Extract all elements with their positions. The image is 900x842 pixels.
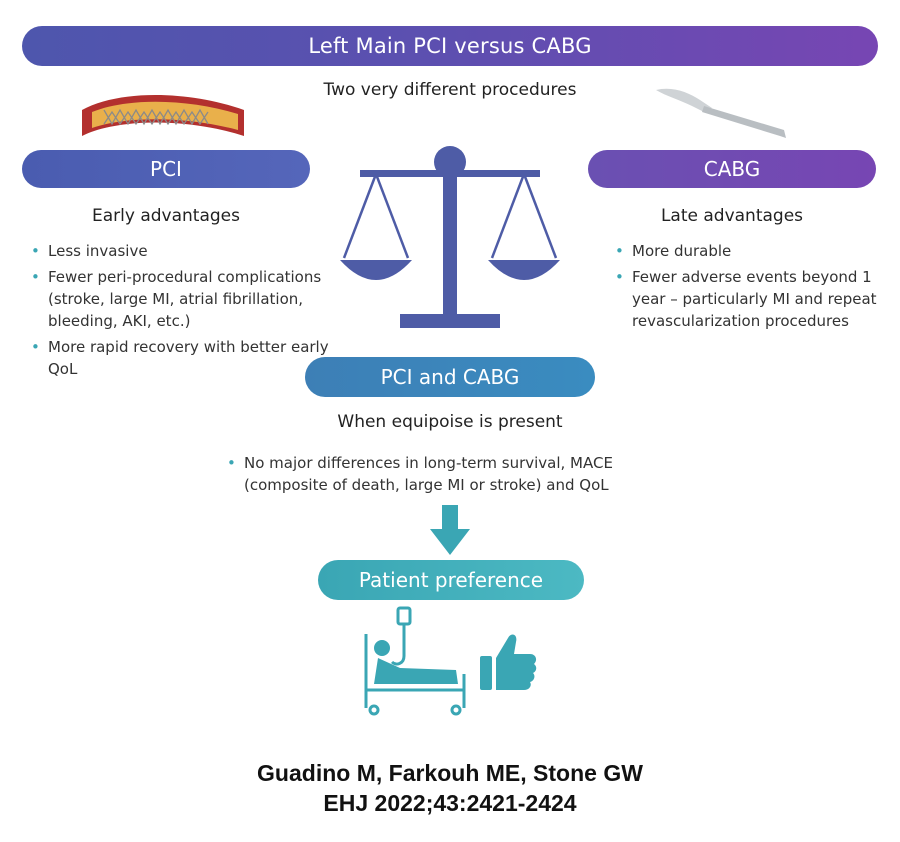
list-item: No major differences in long-term surviv… xyxy=(224,452,654,496)
pci-label: PCI xyxy=(150,157,182,181)
list-item: More rapid recovery with better early Qo… xyxy=(28,336,338,380)
pci-and-cabg-pill: PCI and CABG xyxy=(305,357,595,397)
title-bar: Left Main PCI versus CABG xyxy=(22,26,878,66)
pci-and-cabg-label: PCI and CABG xyxy=(380,365,520,389)
balance-scale-icon xyxy=(340,146,560,328)
citation-journal: EHJ 2022;43:2421-2424 xyxy=(323,790,577,816)
pci-heading: Early advantages xyxy=(92,206,240,226)
subtitle: Two very different procedures xyxy=(323,80,577,100)
citation-authors: Guadino M, Farkouh ME, Stone GW xyxy=(257,760,643,786)
patient-preference-label: Patient preference xyxy=(358,568,544,592)
equipoise-heading: When equipoise is present xyxy=(337,412,563,432)
list-item: Fewer adverse events beyond 1 year – par… xyxy=(612,266,892,332)
down-arrow-icon xyxy=(430,505,470,555)
pci-pill: PCI xyxy=(22,150,310,188)
cabg-heading: Late advantages xyxy=(660,206,804,226)
cabg-label: CABG xyxy=(703,157,761,181)
scalpel-icon xyxy=(656,88,786,138)
cabg-advantages-list: More durable Fewer adverse events beyond… xyxy=(612,240,892,336)
pci-advantages-list: Less invasive Fewer peri-procedural comp… xyxy=(28,240,338,384)
equipoise-list: No major differences in long-term surviv… xyxy=(224,452,654,500)
diagram-title: Left Main PCI versus CABG xyxy=(308,34,592,58)
list-item: Less invasive xyxy=(28,240,338,262)
list-item: More durable xyxy=(612,240,892,262)
patient-bed-icon xyxy=(364,606,466,716)
stent-icon xyxy=(82,95,244,136)
thumbs-up-icon xyxy=(480,634,537,690)
cabg-pill: CABG xyxy=(588,150,876,188)
patient-preference-pill: Patient preference xyxy=(318,560,584,600)
list-item: Fewer peri-procedural complications (str… xyxy=(28,266,338,332)
